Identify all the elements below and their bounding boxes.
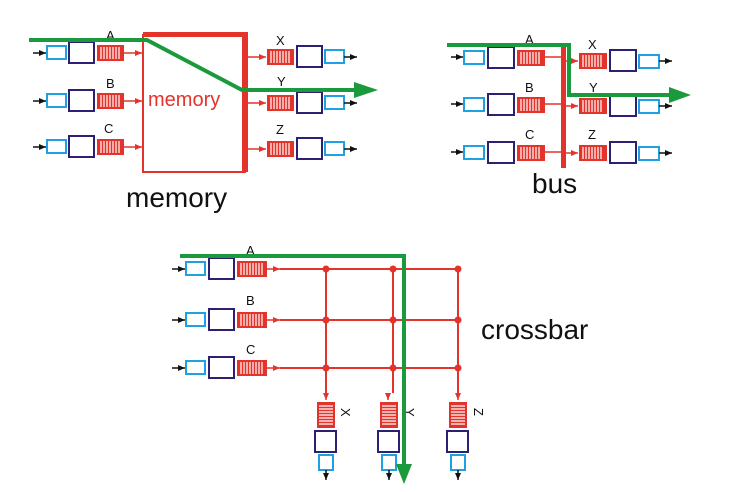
crosspoint — [454, 316, 462, 324]
crosspoint — [389, 364, 397, 372]
memory-output-port-y: Y — [248, 74, 357, 114]
bus-input-queue-c — [517, 145, 545, 161]
crossbar-output-queue-y — [380, 402, 398, 428]
crosspoint — [454, 265, 462, 273]
bus-output-label-y: Y — [589, 80, 598, 95]
memory-input-queue-a — [97, 45, 124, 61]
crossbar-input-queue-a — [237, 261, 267, 277]
bus-caption: bus — [532, 168, 577, 199]
bus-input-port-a: A — [451, 32, 561, 69]
memory-block: memory — [142, 32, 248, 173]
bus-input-queue-a — [517, 50, 545, 66]
bus-input-label-a: A — [525, 32, 534, 47]
crossbar-output-queue-z — [449, 402, 467, 428]
memory-output-port-x: X — [248, 33, 357, 68]
memory-caption: memory — [126, 182, 227, 213]
crossbar-grid — [280, 268, 459, 393]
crosspoint — [322, 364, 330, 372]
memory-input-queue-c — [97, 139, 124, 155]
crossbar-input-label-b: B — [246, 293, 255, 308]
bus-output-queue-y — [579, 98, 607, 114]
crossbar-crosspoints — [322, 265, 462, 372]
crossbar-input-label-c: C — [246, 342, 255, 357]
memory-input-port-b: B — [33, 76, 142, 112]
memory-output-queue-y — [267, 95, 294, 111]
memory-output-queue-x — [267, 49, 294, 65]
memory-output-label-z: Z — [276, 122, 284, 137]
crossbar-caption: crossbar — [481, 314, 588, 345]
bus-fabric: A B C — [447, 32, 691, 199]
memory-input-label-a: A — [106, 28, 115, 43]
crossbar-packet-path — [180, 254, 412, 484]
bus-output-label-x: X — [588, 37, 597, 52]
crosspoint — [322, 265, 330, 273]
crossbar-output-port-x: X — [314, 393, 353, 480]
crossbar-input-label-a: A — [246, 243, 255, 258]
crossbar-fabric: A B C — [172, 243, 588, 484]
memory-input-label-c: C — [104, 121, 113, 136]
memory-input-queue-b — [97, 93, 124, 109]
memory-input-label-b: B — [106, 76, 115, 91]
bus-output-queue-x — [579, 53, 607, 69]
bus-output-port-y: Y — [566, 80, 672, 117]
bus-input-queue-b — [517, 97, 545, 113]
crossbar-output-label-z: Z — [471, 408, 486, 416]
memory-output-label-y: Y — [277, 74, 286, 89]
memory-output-queue-z — [267, 141, 294, 157]
crosspoint — [322, 316, 330, 324]
memory-output-label-x: X — [276, 33, 285, 48]
crossbar-input-port-b: B — [172, 293, 280, 331]
bus-output-label-z: Z — [588, 127, 596, 142]
crossbar-output-label-y: Y — [402, 408, 417, 417]
crossbar-input-port-c: C — [172, 342, 280, 379]
memory-fabric: A B C — [29, 28, 378, 213]
crossbar-input-port-a: A — [172, 243, 280, 280]
bus-input-label-c: C — [525, 127, 534, 142]
bus-output-port-z: Z — [566, 127, 672, 164]
crossbar-output-port-z: Z — [446, 393, 486, 480]
memory-packet-path — [29, 38, 378, 98]
bus-input-label-b: B — [525, 80, 534, 95]
crosspoint — [389, 316, 397, 324]
bus-packet-path — [447, 43, 691, 103]
memory-input-port-c: C — [33, 121, 142, 158]
crossbar-input-queue-c — [237, 360, 267, 376]
crosspoint — [454, 364, 462, 372]
bus-input-port-b: B — [451, 80, 561, 116]
bus-output-port-x: X — [566, 37, 672, 72]
crossbar-output-port-y: Y — [377, 393, 417, 480]
bus-output-queue-z — [579, 145, 607, 161]
crosspoint — [389, 265, 397, 273]
crossbar-output-queue-x — [317, 402, 335, 428]
bus-input-port-c: C — [451, 127, 561, 164]
memory-output-port-z: Z — [248, 122, 357, 160]
crossbar-input-queue-b — [237, 312, 267, 328]
memory-block-label: memory — [148, 89, 220, 111]
crossbar-output-label-x: X — [338, 408, 353, 417]
memory-input-port-a: A — [33, 28, 142, 64]
bus-line — [561, 46, 566, 168]
